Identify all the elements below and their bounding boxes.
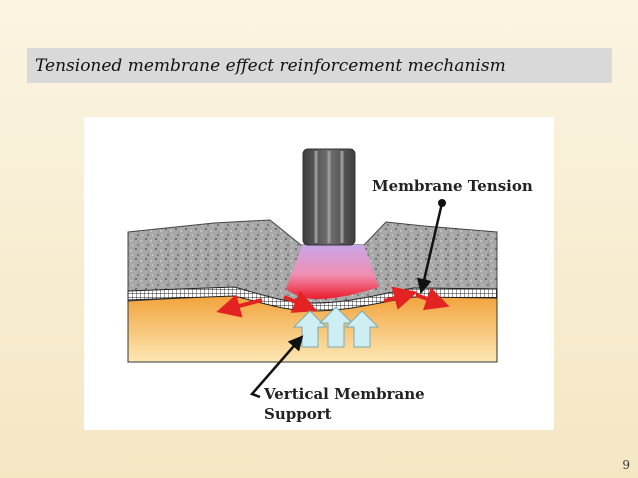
membrane-tension-label: Membrane Tension [372,177,533,195]
tension-arrows [216,286,450,318]
slide-title: Tensioned membrane effect reinforcement … [35,55,506,76]
vertical-support-pointer [249,335,304,399]
tire-icon [302,148,356,246]
vertical-support-label-line1: Vertical Membrane [263,385,425,403]
membrane-tension-pointer [416,202,444,294]
page-number: 9 [622,458,630,472]
membrane-diagram: Membrane Tension Vertical Membrane Suppo… [84,117,554,430]
load-zone [286,245,379,299]
slide-title-bar: Tensioned membrane effect reinforcement … [27,48,612,83]
membrane-diagram-svg: Membrane Tension Vertical Membrane Suppo… [127,148,533,423]
vertical-support-label-line2: Support [264,405,332,423]
membrane-tension-pointer-dot [438,199,446,207]
